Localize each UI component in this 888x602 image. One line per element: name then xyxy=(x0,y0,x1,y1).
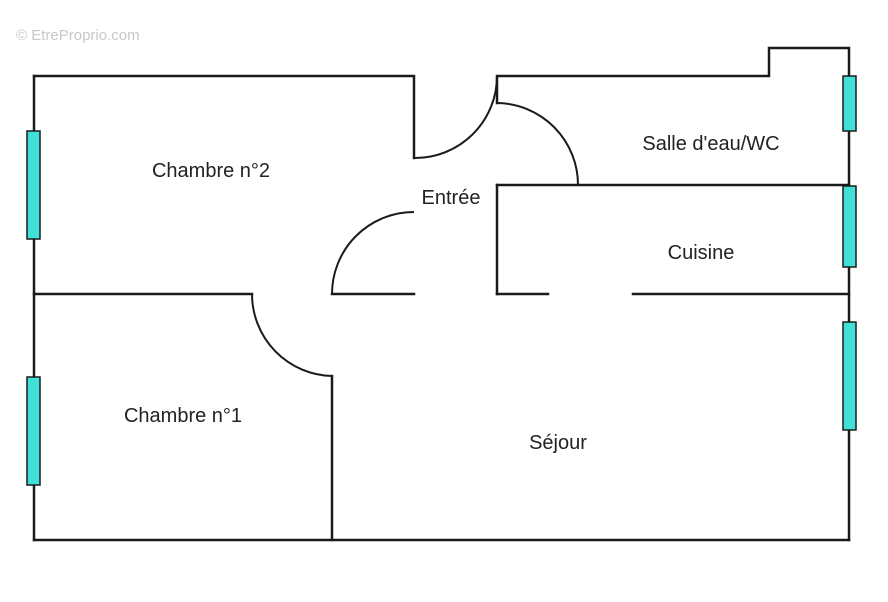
label-salle-eau: Salle d'eau/WC xyxy=(642,133,779,155)
label-sejour: Séjour xyxy=(529,432,587,454)
window-chambre1 xyxy=(26,376,41,486)
windows xyxy=(26,75,857,486)
label-chambre1: Chambre n°1 xyxy=(124,405,242,427)
label-chambre2: Chambre n°2 xyxy=(152,160,270,182)
doors xyxy=(251,75,579,377)
door-chambre2 xyxy=(413,75,498,160)
label-entree: Entrée xyxy=(422,187,481,209)
label-cuisine: Cuisine xyxy=(668,242,735,264)
window-cuisine xyxy=(842,185,857,268)
wall-chambre2-outline xyxy=(32,74,416,160)
window-sejour xyxy=(842,321,857,431)
door-salle-eau xyxy=(496,102,579,186)
window-salle-eau xyxy=(842,75,857,132)
room-labels: Chambre n°2 Chambre n°1 Entrée Salle d'e… xyxy=(124,133,780,454)
window-chambre2 xyxy=(26,130,41,240)
walls xyxy=(32,46,851,542)
door-entree xyxy=(331,211,415,295)
watermark-text: © EtreProprio.com xyxy=(16,27,140,44)
door-chambre1 xyxy=(251,293,333,377)
